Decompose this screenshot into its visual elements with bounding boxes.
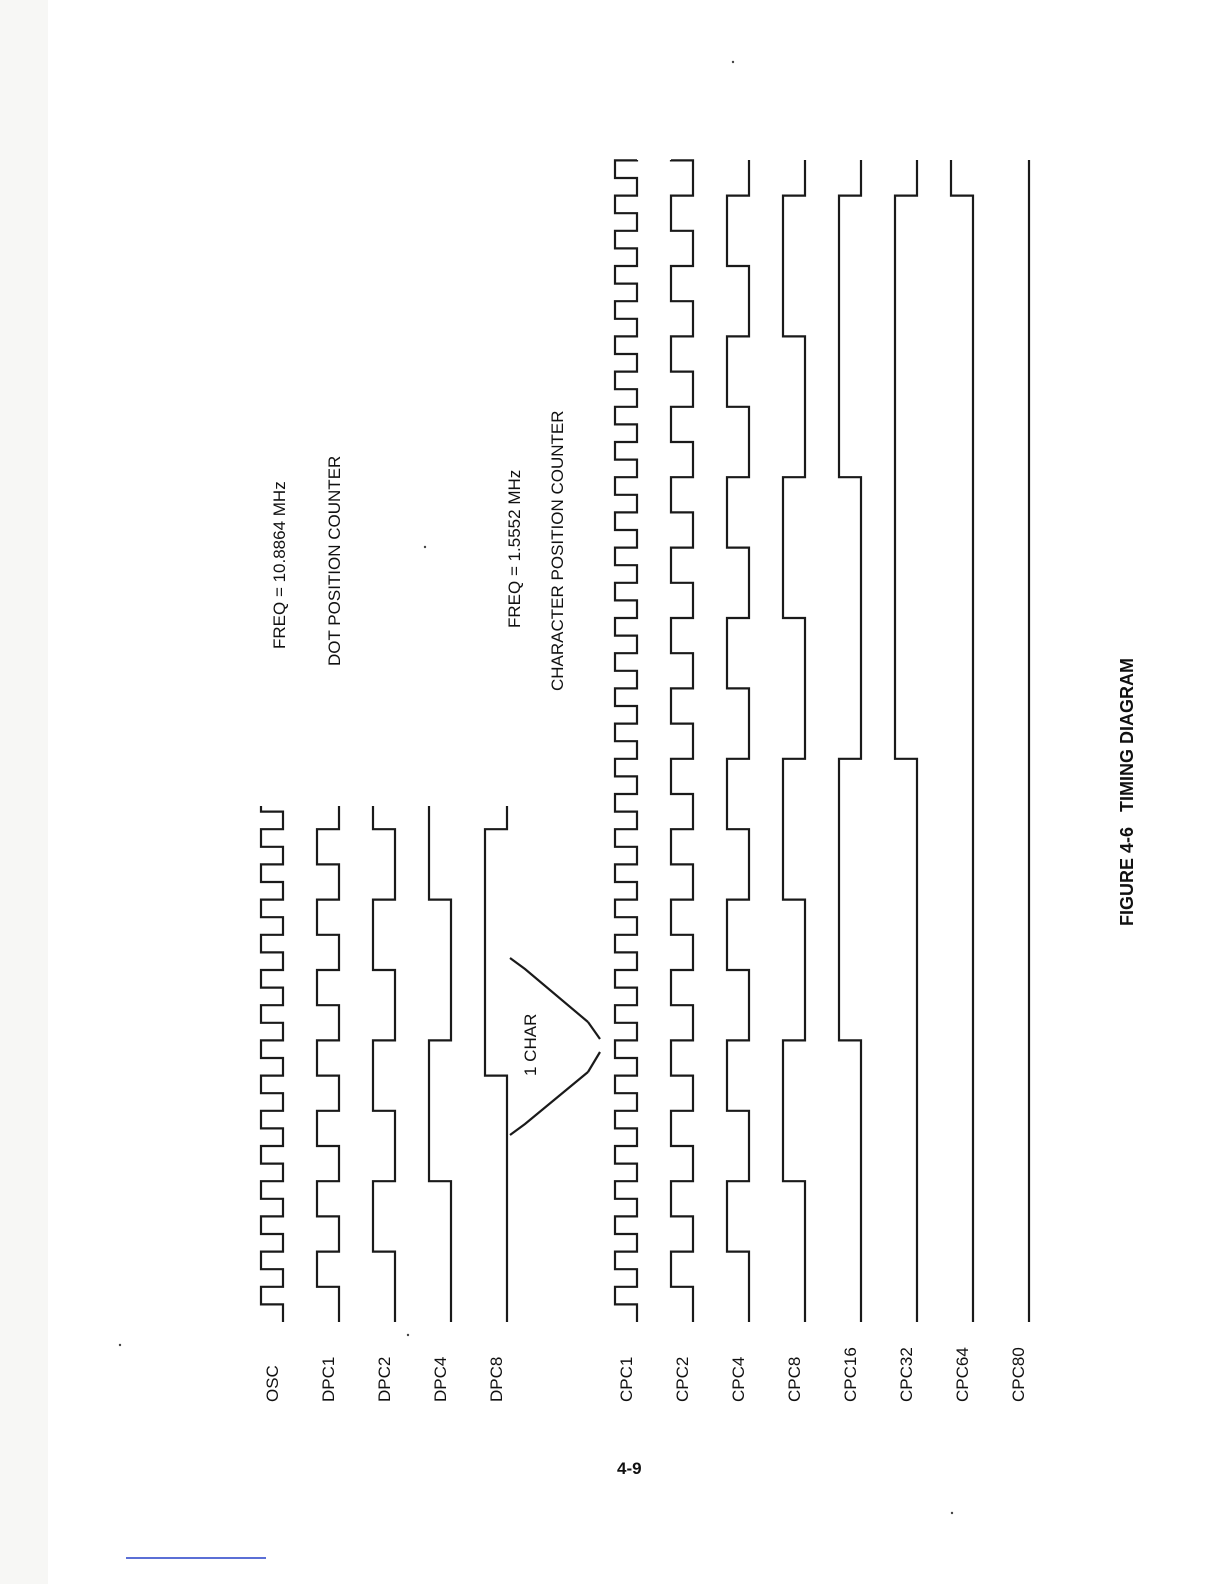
char-counter-label: CHARACTER POSITION COUNTER [548,410,567,691]
dot-label-dpc8: DPC8 [487,1357,506,1402]
freq-char-label: FREQ = 1.5552 MHz [505,470,524,628]
dot-label-dpc1: DPC1 [319,1357,338,1402]
scan-speck [424,546,426,548]
char-label-cpc32: CPC32 [897,1347,916,1402]
page-number: 4-9 [617,1459,642,1478]
char-label-cpc8: CPC8 [785,1357,804,1402]
dot-label-dpc2: DPC2 [375,1357,394,1402]
char-label-cpc2: CPC2 [673,1357,692,1402]
char-label-cpc16: CPC16 [841,1347,860,1402]
char-waveform-cpc2 [671,160,693,1322]
char-label-cpc4: CPC4 [729,1357,748,1402]
dot-label-osc: OSC [263,1365,282,1402]
dot-waveform-dpc2 [373,806,395,1322]
char-label-cpc1: CPC1 [617,1357,636,1402]
char-waveform-cpc4 [727,160,749,1322]
char-label-cpc64: CPC64 [953,1347,972,1402]
char-waveform-cpc1 [615,160,637,1322]
char-waveform-cpc16 [839,160,861,1322]
scan-speck [119,1344,121,1346]
one-char-label: 1 CHAR [521,1014,540,1076]
dot-label-dpc4: DPC4 [431,1357,450,1402]
scan-speck [732,61,734,63]
dot-waveform-dpc1 [317,806,339,1322]
char-waveform-cpc8 [783,160,805,1322]
scan-speck [407,1334,409,1336]
dot-waveform-dpc4 [429,806,451,1322]
dot-waveform-dpc8 [485,806,507,1322]
scan-speck [951,1512,953,1514]
figure-caption: FIGURE 4-6 TIMING DIAGRAM [1117,658,1137,926]
char-waveform-cpc64 [951,160,973,1322]
char-label-cpc80: CPC80 [1009,1347,1028,1402]
freq-dot-label: FREQ = 10.8864 MHz [270,481,289,649]
dot-counter-label: DOT POSITION COUNTER [325,456,344,666]
char-waveform-cpc32 [895,160,917,1322]
dot-waveform-osc [261,806,283,1322]
